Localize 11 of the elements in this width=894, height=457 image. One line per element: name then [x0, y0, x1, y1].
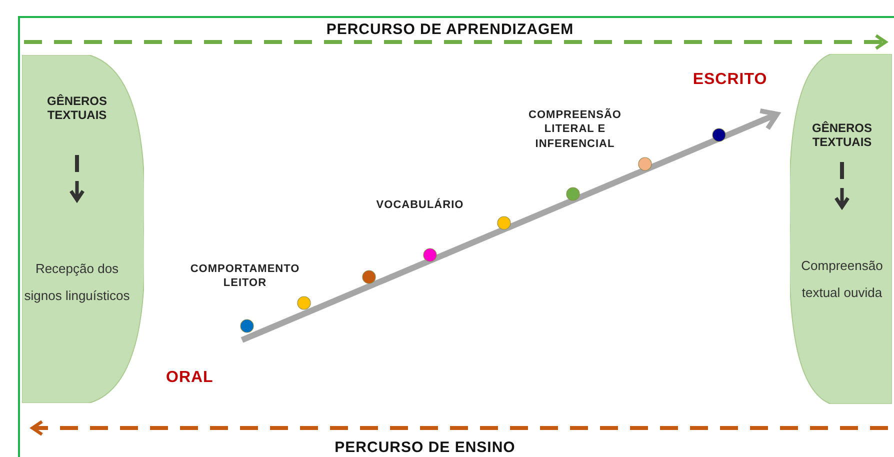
path-title: PERCURSO DE ENSINO [334, 438, 516, 457]
band-heading: GÊNEROS TEXTUAIS [46, 95, 108, 123]
stage-label: VOCABULÁRIO [375, 198, 465, 212]
band-text: Compreensão textual ouvida [800, 257, 884, 302]
endpoint-label: ESCRITO [692, 70, 768, 90]
endpoint-label: ORAL [166, 368, 214, 388]
stage-label: COMPORTAMENTO LEITOR [189, 262, 301, 291]
stage-label: COMPREENSÃO LITERAL E INFERENCIAL [528, 108, 622, 151]
band-text: Recepção dos signos linguísticos [23, 260, 131, 306]
path-title: PERCURSO DE APRENDIZAGEM [325, 20, 575, 40]
band-heading: GÊNEROS TEXTUAIS [810, 122, 873, 150]
